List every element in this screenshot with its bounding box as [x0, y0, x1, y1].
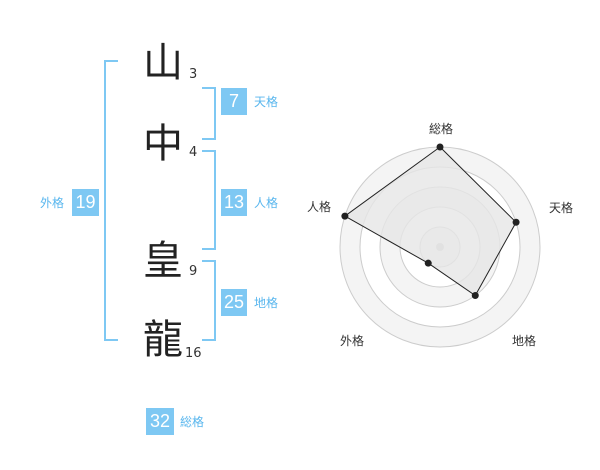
- radar-label-chikaku: 地格: [512, 334, 537, 348]
- gaikaku-label: 外格: [40, 196, 65, 210]
- tenkaku-badge: 7: [221, 88, 247, 115]
- jinkaku-bracket: [202, 150, 216, 250]
- radar-series-polygon: [343, 146, 517, 297]
- tenkaku-bracket: [202, 87, 216, 140]
- stroke-count-2: 4: [189, 145, 198, 160]
- tenkaku-label: 天格: [254, 95, 279, 109]
- gaikaku-badge: 19: [72, 189, 99, 216]
- stroke-count-1: 3: [189, 67, 198, 82]
- radar-label-tenkaku: 天格: [549, 201, 574, 215]
- jinkaku-label: 人格: [254, 196, 279, 210]
- radar-point-5: [341, 212, 349, 220]
- chikaku-label: 地格: [254, 296, 279, 310]
- radar-label-soukaku: 総格: [429, 122, 454, 136]
- radar-label-jinkaku: 人格: [307, 200, 332, 214]
- radar-label-gaikaku: 外格: [340, 334, 365, 348]
- radar-point-3: [471, 292, 479, 300]
- jinkaku-badge: 13: [221, 189, 247, 216]
- radar-point-1: [436, 143, 444, 151]
- radar-point-2: [512, 218, 520, 226]
- name-char-4: 龍: [143, 317, 183, 363]
- stroke-count-3: 9: [189, 264, 198, 279]
- chikaku-bracket: [202, 260, 216, 341]
- name-char-2: 中: [143, 121, 183, 167]
- name-char-1: 山: [143, 40, 183, 86]
- gaikaku-bracket: [104, 60, 118, 341]
- chikaku-badge: 25: [221, 289, 247, 316]
- stroke-count-4: 16: [185, 346, 202, 361]
- soukaku-label: 総格: [180, 415, 205, 429]
- name-char-3: 皇: [143, 238, 183, 284]
- soukaku-badge: 32: [146, 408, 174, 435]
- radar-point-4: [424, 259, 432, 267]
